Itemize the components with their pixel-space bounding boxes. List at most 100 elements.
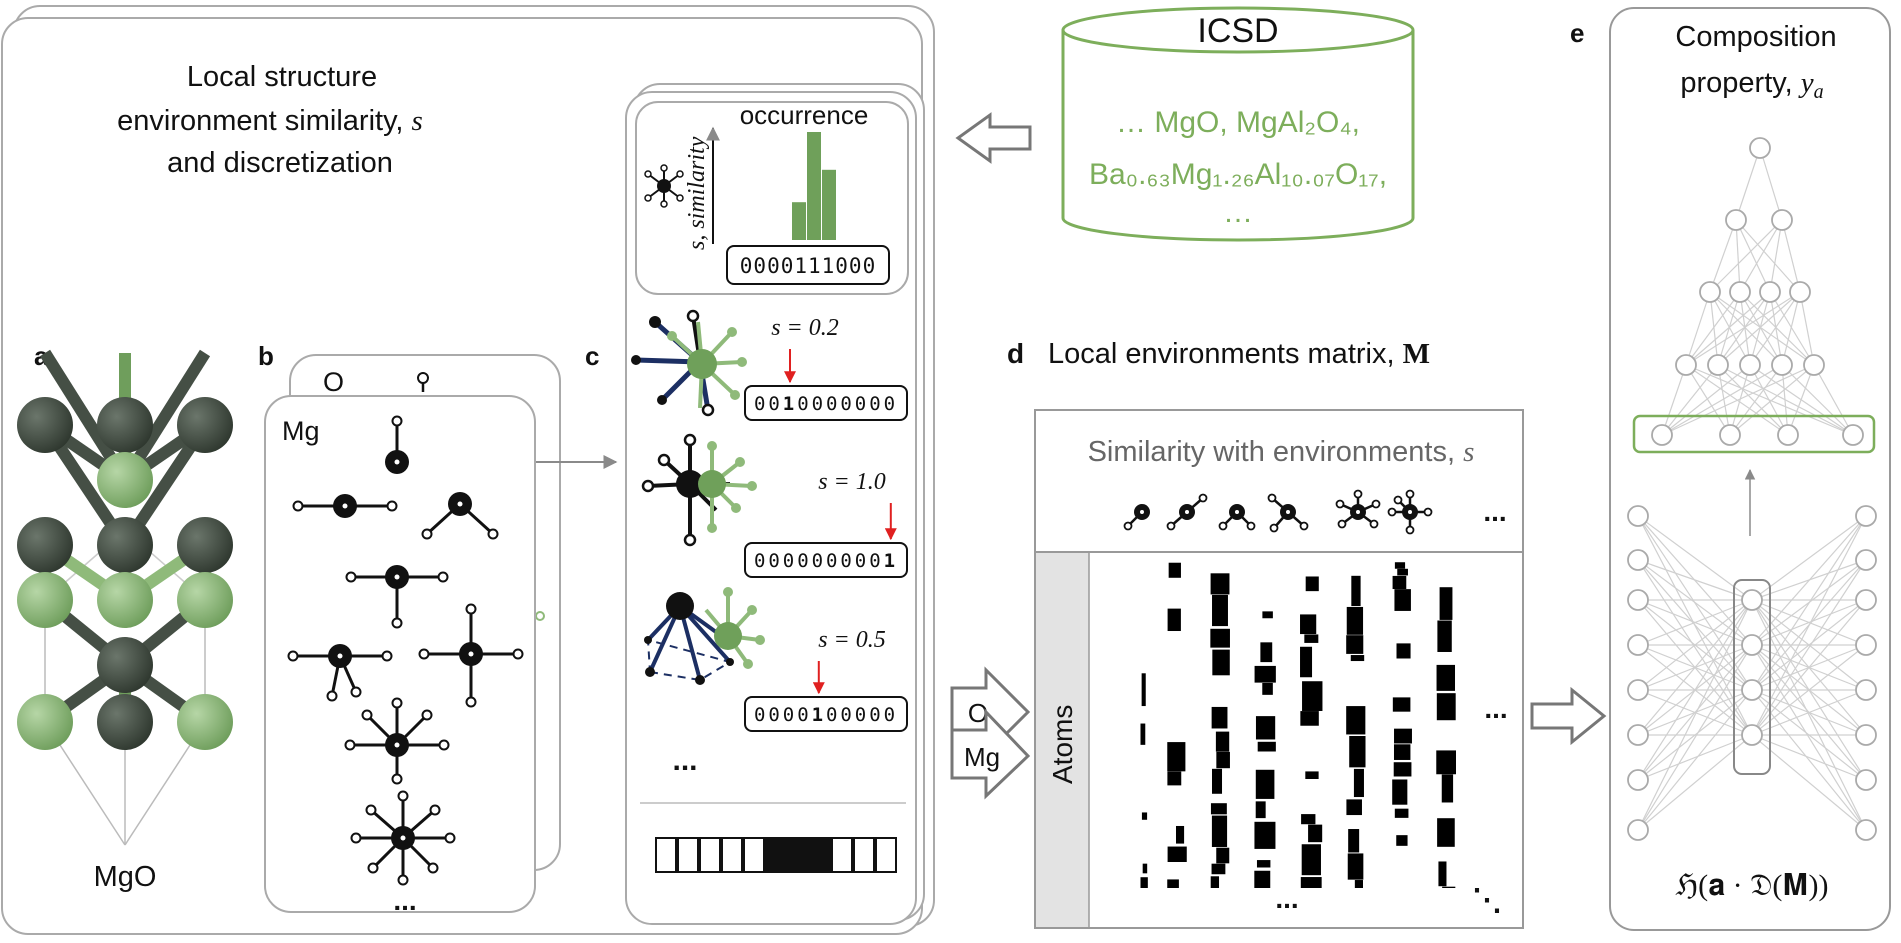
nn-node [1729, 281, 1751, 303]
panel-e-title-text: property, [1680, 67, 1792, 99]
arrow-Mg-label: Mg [964, 742, 1000, 772]
panel-d-label: d [1007, 338, 1024, 369]
nn-edge [1751, 515, 1867, 601]
nn-output-node [1855, 505, 1877, 527]
nn-edge [1769, 219, 1783, 293]
matrix-block [1392, 697, 1411, 712]
compare-motif-1 [631, 309, 747, 417]
nn-edge [1709, 219, 1783, 293]
arrow-Mg [950, 708, 1031, 800]
matrix-block [1347, 853, 1364, 880]
nn-edge [1717, 291, 1741, 366]
compare-motif-3 [644, 587, 765, 685]
matrix-block [1211, 768, 1223, 794]
nn-edge [1709, 291, 1783, 366]
matrix-block [1396, 835, 1408, 846]
matrix-block [1302, 681, 1323, 711]
oxygen-atom [97, 397, 153, 453]
environment-motifs-header [1123, 489, 1433, 535]
bin-cell [699, 837, 721, 873]
nn-edge [1729, 364, 1751, 436]
matrix-block [1438, 861, 1447, 887]
matrix-block [1216, 751, 1230, 769]
matrix-header-text: Similarity with environments, [1088, 436, 1455, 468]
mg-environment-motifs [287, 415, 524, 886]
motif-cn3 [345, 565, 449, 629]
header-motif-cn3 [1267, 493, 1309, 533]
nn-edge [1685, 291, 1801, 366]
matrix-block [1168, 562, 1181, 578]
nn-bottleneck-node [1741, 724, 1763, 746]
nn-output-node [1855, 589, 1877, 611]
nn-edge [1709, 291, 1815, 366]
matrix-block [1354, 880, 1363, 888]
nn-bottleneck-node [1741, 634, 1763, 656]
matrix-block [1392, 779, 1408, 805]
icsd-title: ICSD [1197, 12, 1278, 50]
occurrence-bar [792, 202, 806, 240]
matrix-block [1308, 824, 1323, 843]
motif-cn6 [350, 790, 456, 886]
panel-d-title-symbol: M [1403, 338, 1430, 370]
matrix-block [1215, 731, 1230, 752]
card-O-label: O [323, 367, 344, 397]
motif-cn4-a [287, 644, 393, 702]
binary-matrix [1140, 562, 1456, 888]
matrix-block [1211, 706, 1228, 729]
nn-input-node [1627, 724, 1649, 746]
nn-output-node [1855, 819, 1877, 841]
nn-edge [1749, 291, 1771, 366]
code-box [744, 542, 908, 578]
matrix-block [1397, 568, 1408, 576]
bin-cell [721, 837, 743, 873]
panel-d-title: Local environments matrix, M [1048, 338, 1430, 370]
nn-edge [1661, 364, 1719, 436]
matrix-block [1141, 812, 1148, 820]
occurrence-code: 0000111000 [740, 254, 876, 278]
matrix-block [1392, 575, 1407, 590]
nn-node [1759, 281, 1781, 303]
matrix-block [1211, 863, 1226, 875]
latent-highlight-box [1632, 414, 1876, 454]
matrix-block [1140, 723, 1146, 745]
icsd-arrow [955, 112, 1032, 164]
nn-edge [1749, 291, 1801, 366]
atoms-label: Atoms [1047, 705, 1078, 784]
panel-c-ellipsis: ... [672, 744, 697, 777]
bin-cell [853, 837, 875, 873]
card-Mg [264, 395, 536, 913]
nn-node [1771, 209, 1793, 231]
mgo-crystal-structure [17, 349, 233, 846]
matrix-block [1256, 860, 1271, 868]
nn-node [1777, 424, 1799, 446]
oxygen-atom [97, 694, 153, 750]
nn-input-node [1627, 679, 1649, 701]
nn-edge [1661, 364, 1815, 436]
nn-output-node [1855, 769, 1877, 791]
panel-b-label: b [258, 341, 274, 371]
header-motif-cn1 [1123, 504, 1150, 531]
bin-cell [875, 837, 897, 873]
nn-edge [1735, 219, 1771, 293]
nn-node [1789, 281, 1811, 303]
nn-node [1719, 424, 1741, 446]
nn-input-node [1627, 769, 1649, 791]
panel-a-compound: MgO [94, 861, 157, 893]
nn-node [1651, 424, 1673, 446]
header-motif-cn2-bent [1218, 504, 1256, 531]
left-title-line2: environment similarity, s [117, 105, 423, 137]
matrix-block [1349, 735, 1366, 768]
nn-edge [1813, 364, 1854, 436]
occurrence-motif-icon [644, 164, 684, 208]
matrix-block [1437, 818, 1455, 847]
left-title-line1: Local structure [187, 61, 377, 93]
nn-node [1739, 354, 1761, 376]
similarity-value: s = 1.0 [818, 469, 886, 495]
nn-edge [1769, 291, 1783, 366]
nn-edge [1717, 364, 1731, 436]
matrix-block [1351, 575, 1361, 607]
oxygen-atom [177, 517, 233, 573]
nn-edge [1781, 219, 1801, 293]
